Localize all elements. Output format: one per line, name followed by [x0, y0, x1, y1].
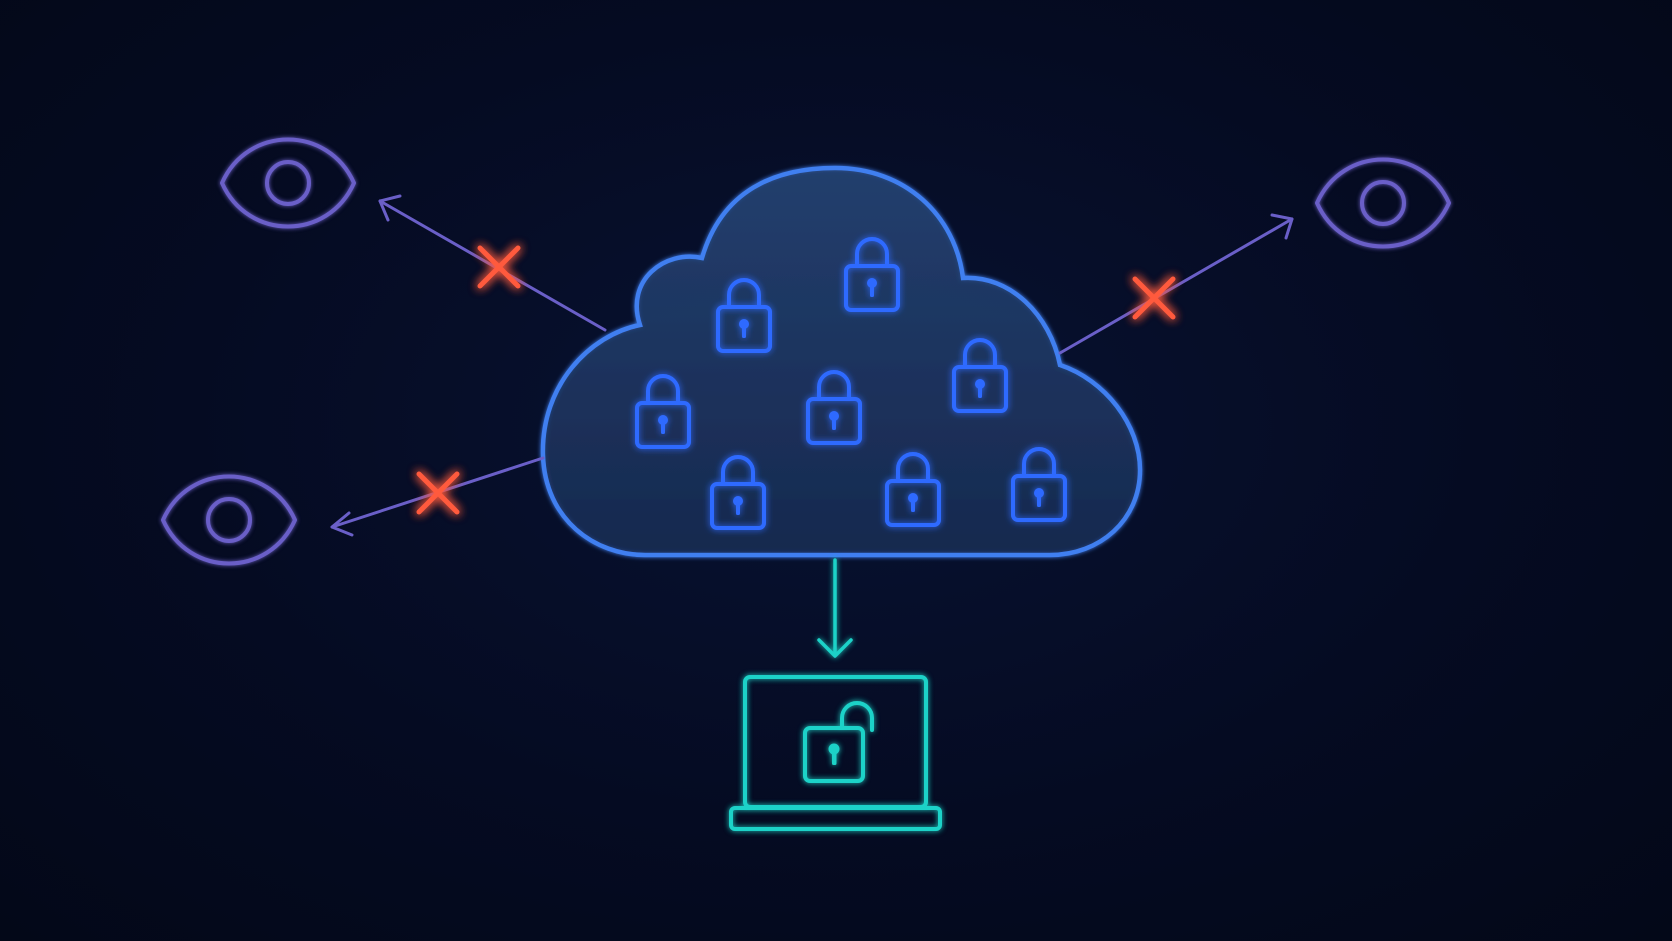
lock-icon: [844, 237, 900, 312]
lock-icon: [885, 452, 941, 527]
lock-icon: [716, 278, 772, 353]
lock-icon: [635, 374, 691, 449]
lock-icon: [710, 455, 766, 530]
eye-icon: [1315, 157, 1451, 249]
eye-icon: [220, 137, 356, 229]
blocked-markers: [416, 245, 1176, 515]
encrypted-locks: [635, 237, 1067, 530]
unlocked-lock-icon: [803, 701, 874, 783]
lock-icon: [952, 338, 1008, 413]
x-mark-icon: [1132, 276, 1176, 320]
observers: [161, 137, 1451, 566]
x-mark-icon: [416, 471, 460, 515]
laptop-icon: [729, 675, 942, 831]
eye-icon: [161, 474, 297, 566]
x-mark-icon: [477, 245, 521, 289]
lock-icon: [806, 370, 862, 445]
arrow-top-right: [1058, 213, 1294, 355]
cloud-icon: [540, 165, 1143, 558]
lock-icon: [1011, 447, 1067, 522]
download-arrow: [817, 558, 853, 658]
arrow-top-left: [378, 194, 607, 332]
